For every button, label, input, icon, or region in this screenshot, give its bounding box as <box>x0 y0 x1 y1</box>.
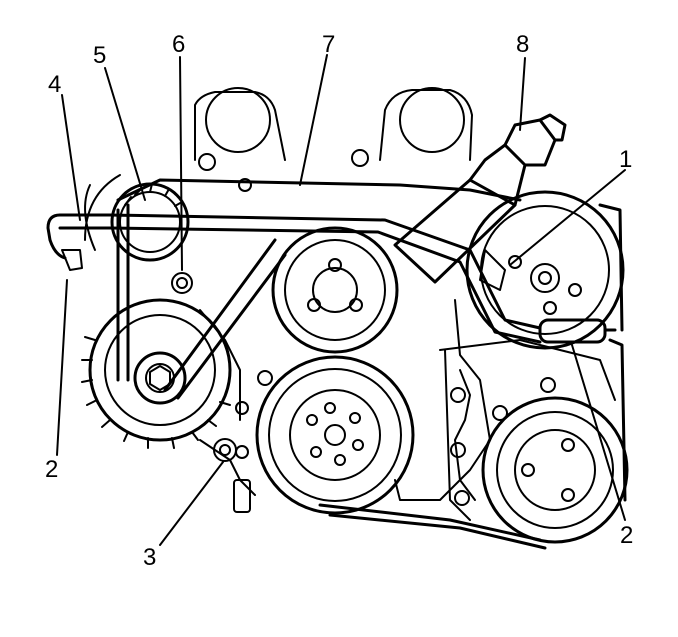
leader-7 <box>299 54 328 186</box>
hose-assembly <box>393 113 567 291</box>
callout-2-right: 2 <box>620 522 633 549</box>
water-pump-pulley <box>465 190 625 350</box>
callout-leaders <box>56 54 626 546</box>
callout-6: 6 <box>172 31 185 58</box>
leader-4 <box>61 94 81 221</box>
power-steering-pulley <box>271 226 399 354</box>
engine-block <box>84 87 616 501</box>
callout-7: 7 <box>322 31 335 58</box>
callout-3: 3 <box>143 544 156 571</box>
coolant-hose <box>46 213 617 344</box>
idler-pulley <box>110 182 193 294</box>
callout-1: 1 <box>619 146 632 173</box>
callout-4: 4 <box>48 71 61 98</box>
callout-labels: 1 2 2 3 4 5 6 7 8 <box>45 31 633 571</box>
callout-2-left: 2 <box>45 456 58 483</box>
callout-5: 5 <box>93 42 106 69</box>
crankshaft-pulley <box>255 355 415 515</box>
leader-2-left <box>56 279 68 456</box>
mounting-bracket <box>213 349 556 521</box>
leader-8 <box>519 57 526 131</box>
leader-1 <box>509 169 626 266</box>
ac-compressor-pulley <box>481 396 629 544</box>
leader-2-right <box>571 344 626 521</box>
leader-6 <box>179 56 183 271</box>
leader-3 <box>159 461 224 546</box>
callout-8: 8 <box>516 31 529 58</box>
drive-belt <box>116 178 627 550</box>
leader-5 <box>104 67 146 201</box>
generator <box>81 298 241 449</box>
